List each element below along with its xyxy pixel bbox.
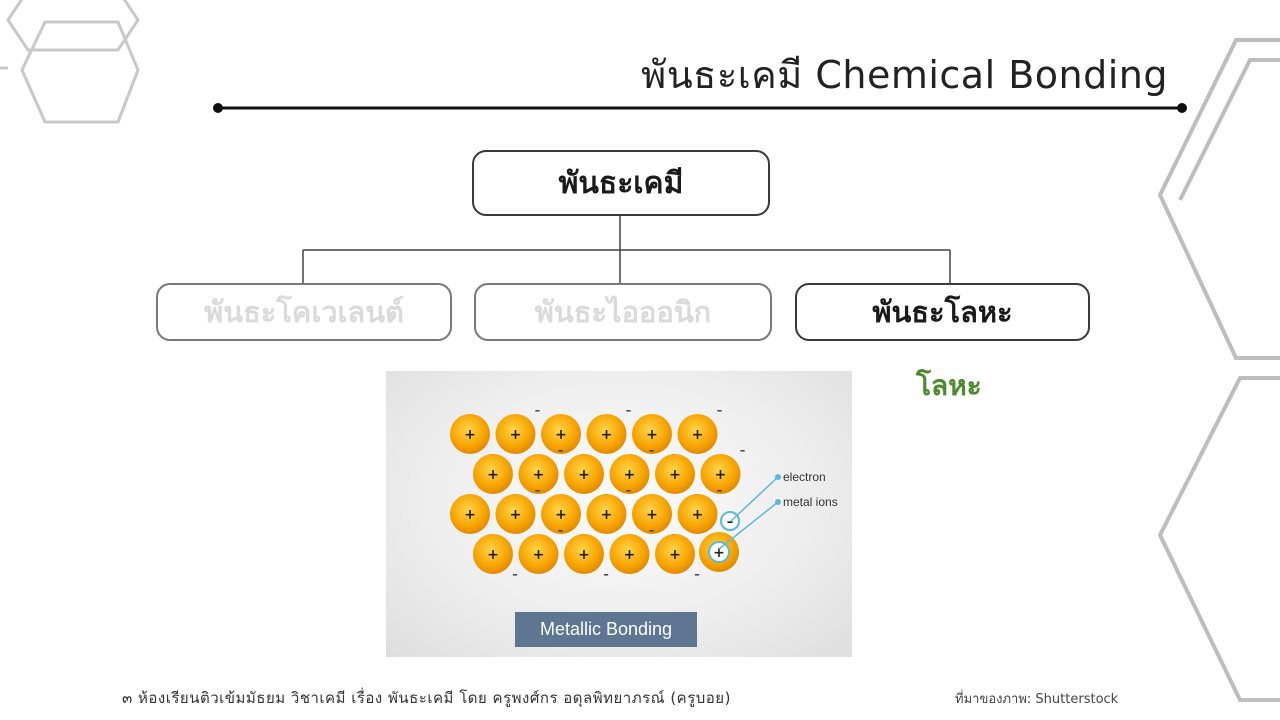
ion-charge-label: + [578,467,590,483]
metallic-bonding-figure: +–+–+–+–+–+–+–+–+–+–+–+–+–+–+–+–+–+–+–+–… [386,371,852,657]
electron: – [649,524,655,537]
electron: – [603,568,609,581]
footer-course-info: ๓ ห้องเรียนติวเข้มมัธยม วิชาเคมี เรื่อง … [122,689,731,707]
electron: – [512,568,518,581]
ion-charge-label: + [669,467,681,483]
metal-ion [541,494,581,534]
ion-charge-label: + [624,547,636,563]
electron: – [694,568,700,581]
highlight-ion-symbol: + [713,545,725,561]
ion-charge-label: + [510,427,522,443]
metal-ion [609,534,650,574]
metal-ion [677,494,718,534]
electron: – [626,484,632,497]
metal-lattice: +–+–+–+–+–+–+–+–+–+–+–+–+–+–+–+–+–+–+–+–… [450,404,838,581]
metal-ion [609,454,650,494]
metal-ion [473,454,513,494]
metal-ion [495,494,536,534]
metal-ion [586,414,627,454]
highlight-electron [720,511,740,531]
ion-charge-label: + [555,427,567,443]
metal-ion [518,534,559,574]
legend-electron-label: electron [783,470,826,484]
highlight-electron-symbol: – [727,515,734,530]
metal-ion [450,414,490,454]
ion-charge-label: + [487,467,499,483]
electron: – [558,444,564,457]
ion-charge-label: + [487,547,499,563]
root-node: พันธะเคมี [472,150,770,216]
ion-charge-label: + [692,507,704,523]
electron: – [717,404,723,417]
ion-charge-label: + [533,467,545,483]
ionic-bond-node: พันธะไอออนิก [474,283,772,341]
metal-ion [564,454,604,494]
metal-ion [700,454,741,494]
covalent-bond-node: พันธะโคเวเลนต์ [156,283,452,341]
ion-charge-label: + [578,547,590,563]
highlight-ion-ring [708,541,730,563]
figure-caption: Metallic Bonding [515,612,697,647]
electron: – [558,524,564,537]
metal-ion [541,414,581,454]
ion-charge-label: + [555,507,567,523]
electron: – [535,484,541,497]
metal-ion [632,414,672,454]
ion-charge-label: + [692,427,704,443]
electron: – [740,444,746,457]
metal-ion [632,494,672,534]
legend-dot-metal-ions [775,499,781,505]
electron: – [717,484,723,497]
ion-charge-label: + [646,427,658,443]
ion-charge-label: + [715,467,727,483]
electron: – [626,404,632,417]
metal-ion [586,494,627,534]
ion-charge-label: + [601,427,613,443]
electron: – [649,444,655,457]
legend-metal-ions-label: metal ions [783,495,838,509]
metal-ion [473,534,513,574]
ion-charge-label: + [510,507,522,523]
metal-label: โลหะ [916,369,982,402]
title-underline [213,103,1187,113]
metal-ion [518,454,559,494]
ion-charge-label: + [533,547,545,563]
ion-charge-label: + [464,507,476,523]
metal-ion [655,454,695,494]
electron: – [535,404,541,417]
metal-ion [655,534,695,574]
ion-charge-label: + [646,507,658,523]
metal-ion [450,494,490,534]
ion-charge-label: + [464,427,476,443]
metal-ion [677,414,718,454]
ion-charge-label: + [669,547,681,563]
ion-charge-label: + [601,507,613,523]
footer-image-source: ที่มาของภาพ: Shutterstock [955,692,1119,707]
slide-title: พันธะเคมี Chemical Bonding [641,53,1168,97]
legend-dot-electron [775,474,781,480]
ion-charge-label: + [624,467,636,483]
metal-ion [495,414,536,454]
metal-ion [564,534,604,574]
metallic-bond-node: พันธะโลหะ [795,283,1090,341]
